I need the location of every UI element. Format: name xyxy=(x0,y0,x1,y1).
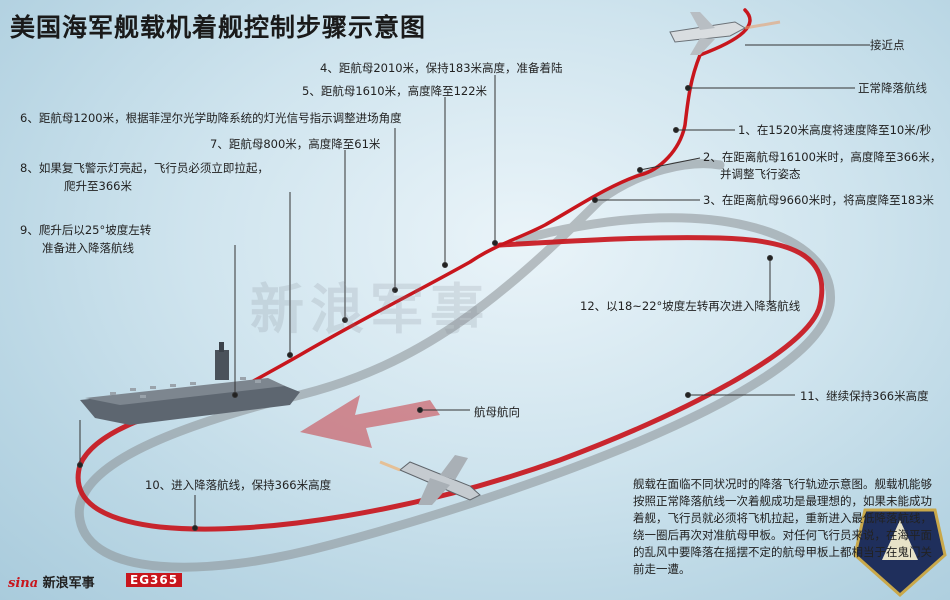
label-step-10: 10、进入降落航线，保持366米高度 xyxy=(145,478,332,492)
label-step-2a: 2、在距离航母16100米时，高度降至366米， xyxy=(703,150,942,164)
eg365-logo: EG365 xyxy=(126,573,183,587)
label-step-8b: 爬升至366米 xyxy=(64,179,132,193)
normal-pattern-path xyxy=(228,8,752,397)
label-step-8a: 8、如果复飞警示灯亮起，飞行员必须立即拉起， xyxy=(20,161,269,175)
label-step-12: 12、以18~22°坡度左转再次进入降落航线 xyxy=(580,299,801,313)
brand-sina: sina xyxy=(8,576,39,591)
emblem-logo xyxy=(853,508,947,598)
label-step-6: 6、距航母1200米，根据菲涅尔光学助降系统的灯光信号指示调整进场角度 xyxy=(20,111,402,125)
label-step-9b: 准备进入降落航线 xyxy=(42,241,134,255)
label-approach-point: 接近点 xyxy=(870,38,905,52)
label-step-7: 7、距航母800米，高度降至61米 xyxy=(210,137,381,151)
leader-lines xyxy=(77,44,870,531)
label-step-11: 11、继续保持366米高度 xyxy=(800,389,929,403)
label-step-1: 1、在1520米高度将速度降至10米/秒 xyxy=(738,123,932,137)
jet-approach xyxy=(669,12,781,55)
carrier-ship xyxy=(80,342,300,425)
label-step-2b: 并调整飞行姿态 xyxy=(720,167,801,181)
label-normal-pattern: 正常降落航线 xyxy=(858,81,927,95)
ghost-pattern-loop xyxy=(74,159,835,572)
carrier-heading-arrow xyxy=(300,395,440,448)
label-carrier-heading: 航母航向 xyxy=(474,405,520,419)
label-step-3: 3、在距离航母9660米时，将高度降至183米 xyxy=(703,193,935,207)
brand-name: 新浪军事 xyxy=(42,576,95,591)
go-around-loop-path xyxy=(75,235,825,532)
brand-logo: sina 新浪军事 xyxy=(8,572,95,591)
page-title: 美国海军舰载机着舰控制步骤示意图 xyxy=(10,13,427,42)
jet-go-around xyxy=(379,455,481,505)
label-step-5: 5、距航母1610米，高度降至122米 xyxy=(302,84,488,98)
label-step-9a: 9、爬升后以25°坡度左转 xyxy=(20,223,152,237)
label-step-4: 4、距航母2010米，保持183米高度，准备着陆 xyxy=(320,61,563,75)
description-text: 舰载在面临不同状况时的降落飞行轨迹示意图。舰载机能够按照正常降落航线一次着舰成功… xyxy=(633,477,932,576)
watermark: 新浪军事 xyxy=(250,278,490,341)
